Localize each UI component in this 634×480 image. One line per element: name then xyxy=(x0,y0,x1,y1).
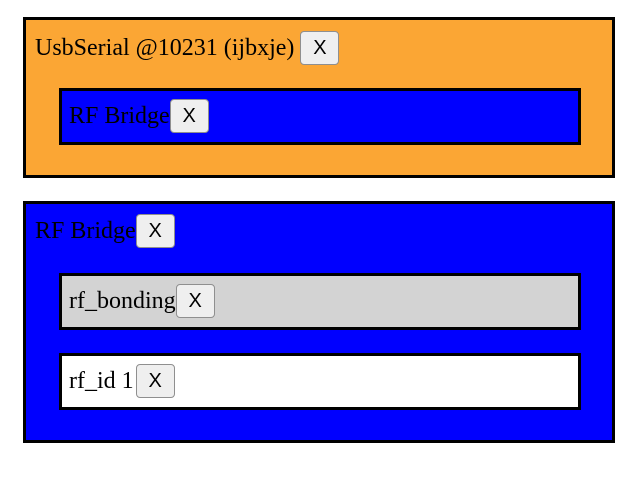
device-title: UsbSerial @10231 (ijbxje) xyxy=(35,35,295,61)
rf-bonding-close-button[interactable]: X xyxy=(175,284,215,318)
rf-bonding-title: rf_bonding xyxy=(69,288,176,314)
device-header: UsbSerial @10231 (ijbxje) X xyxy=(35,31,340,65)
rf-bridge-title: RF Bridge xyxy=(35,218,136,244)
device-rf-bridge-close-button[interactable]: X xyxy=(169,99,209,133)
rf-bridge-close-button[interactable]: X xyxy=(135,214,175,248)
rf-bridge-header: RF Bridge X xyxy=(35,214,175,248)
rf-id-close-button[interactable]: X xyxy=(135,364,175,398)
device-rf-bridge-panel: RF Bridge X xyxy=(59,88,581,145)
rf-id-panel: rf_id 1 X xyxy=(59,353,581,410)
rf-id-header: rf_id 1 X xyxy=(69,364,175,398)
device-rf-bridge-header: RF Bridge X xyxy=(69,99,209,133)
rf-bonding-panel: rf_bonding X xyxy=(59,273,581,330)
rf-bonding-header: rf_bonding X xyxy=(69,284,215,318)
device-close-button[interactable]: X xyxy=(300,31,340,65)
device-rf-bridge-title: RF Bridge xyxy=(69,103,170,129)
usb-serial-device-panel: UsbSerial @10231 (ijbxje) X RF Bridge X xyxy=(23,17,615,178)
rf-bridge-panel: RF Bridge X rf_bonding X rf_id 1 X xyxy=(23,201,615,443)
rf-id-title: rf_id 1 xyxy=(69,368,134,394)
